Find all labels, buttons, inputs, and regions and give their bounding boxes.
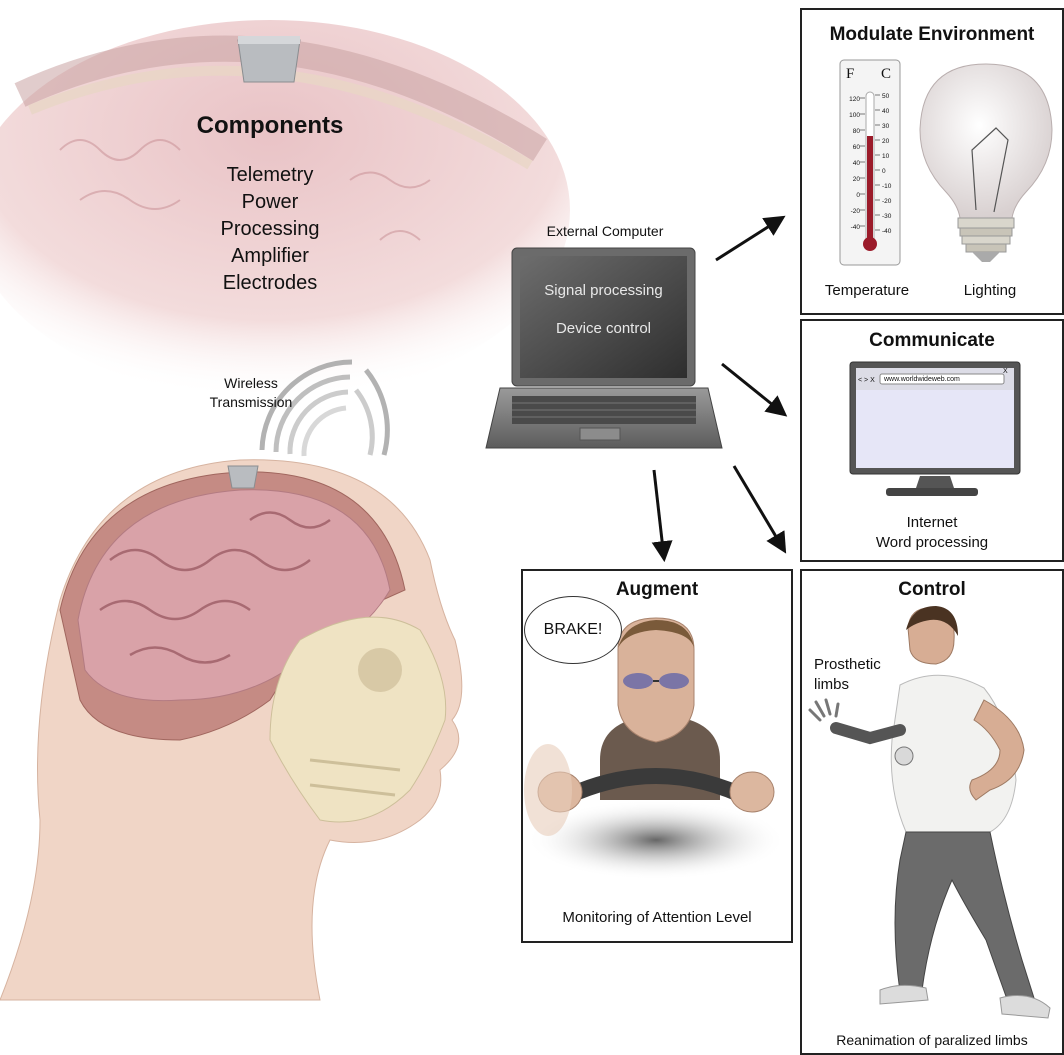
f-tick: -20 (842, 204, 860, 220)
arrow-to-control (734, 466, 784, 550)
communicate-caption-word-processing: Word processing (800, 533, 1064, 553)
c-tick: -10 (882, 179, 900, 194)
speech-bubble: BRAKE! (524, 596, 622, 664)
communicate-caption-internet: Internet (800, 513, 1064, 533)
speech-bubble-text: BRAKE! (544, 621, 603, 639)
temperature-label: Temperature (812, 281, 922, 301)
component-item-amplifier: Amplifier (170, 243, 370, 270)
prosthetic-label-line2: limbs (814, 675, 881, 695)
c-tick: 0 (882, 164, 900, 179)
laptop-illustration (486, 248, 722, 448)
c-tick: 30 (882, 119, 900, 134)
component-item-telemetry: Telemetry (170, 162, 370, 189)
arrow-to-augment (654, 470, 664, 558)
f-tick: -40 (842, 220, 860, 236)
wireless-label-line1: Wireless (196, 374, 306, 393)
f-tick: 20 (842, 172, 860, 188)
components-list: Telemetry Power Processing Amplifier Ele… (170, 162, 370, 297)
thermo-f-ticks: 120 100 80 60 40 20 0 -20 -40 (842, 92, 860, 236)
c-tick: 40 (882, 104, 900, 119)
f-tick: 40 (842, 156, 860, 172)
c-tick: 50 (882, 89, 900, 104)
control-title: Control (802, 579, 1062, 601)
prosthetic-label: Prosthetic limbs (814, 655, 881, 695)
communicate-title: Communicate (802, 330, 1062, 352)
thermo-f-label: F (846, 66, 854, 83)
f-tick: 120 (842, 92, 860, 108)
f-tick: 60 (842, 140, 860, 156)
c-tick: 10 (882, 149, 900, 164)
f-tick: 0 (842, 188, 860, 204)
browser-close-icon[interactable]: X (1003, 368, 1008, 375)
c-tick: -40 (882, 224, 900, 239)
component-item-electrodes: Electrodes (170, 270, 370, 297)
screen-signal-processing: Signal processing (520, 282, 687, 299)
wireless-label-line2: Transmission (196, 393, 306, 412)
prosthetic-label-line1: Prosthetic (814, 655, 881, 675)
external-computer-label: External Computer (520, 221, 690, 241)
augment-caption: Monitoring of Attention Level (521, 908, 793, 928)
lighting-label: Lighting (945, 281, 1035, 301)
thermo-c-label: C (881, 66, 891, 83)
arrow-to-modulate (716, 218, 782, 260)
f-tick: 100 (842, 108, 860, 124)
components-title: Components (150, 112, 390, 140)
modulate-title: Modulate Environment (802, 24, 1062, 46)
c-tick: -30 (882, 209, 900, 224)
component-item-power: Power (170, 189, 370, 216)
screen-device-control: Device control (520, 320, 687, 337)
panel-control: Control (800, 569, 1064, 1055)
c-tick: -20 (882, 194, 900, 209)
f-tick: 80 (842, 124, 860, 140)
browser-url-input[interactable]: www.worldwideweb.com (884, 376, 960, 383)
control-caption: Reanimation of paralized limbs (800, 1030, 1064, 1050)
arrow-to-communicate (722, 364, 784, 414)
head-illustration (0, 460, 462, 1000)
panel-modulate-environment: Modulate Environment (800, 8, 1064, 315)
wireless-label: Wireless Transmission (196, 374, 306, 412)
component-item-processing: Processing (170, 216, 370, 243)
c-tick: 20 (882, 134, 900, 149)
communicate-caption: Internet Word processing (800, 513, 1064, 553)
browser-nav-icons[interactable]: < > X (858, 377, 875, 384)
thermo-c-ticks: 50 40 30 20 10 0 -10 -20 -30 -40 (882, 89, 900, 239)
